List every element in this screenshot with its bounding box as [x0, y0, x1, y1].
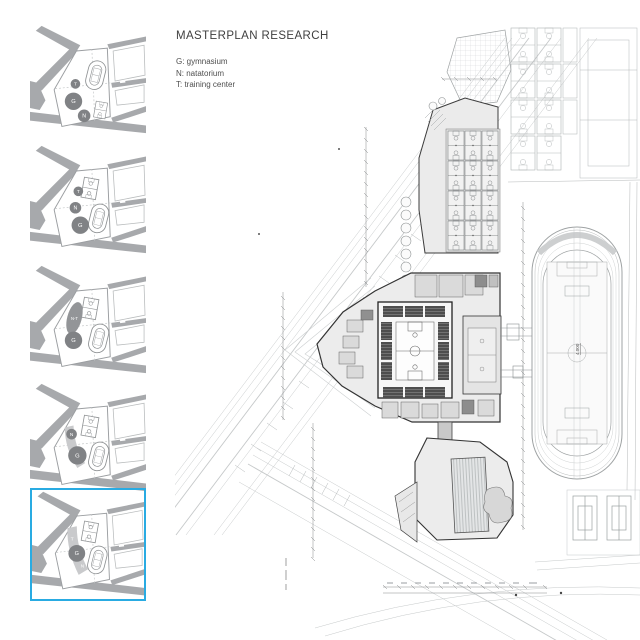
svg-text:G: G	[71, 338, 76, 344]
marker-T: T	[73, 186, 84, 197]
legend-natatorium: N: natatorium	[176, 68, 225, 78]
marker-NT: N-T	[66, 302, 83, 335]
marker-N: N	[81, 563, 84, 568]
header: MASTERPLAN RESEARCH G: gymnasium N: nata…	[176, 30, 406, 91]
road-south	[238, 441, 640, 640]
options-sidebar: T G N T N G	[0, 0, 165, 640]
svg-text:G: G	[71, 99, 76, 105]
running-track: 4.000	[531, 226, 623, 480]
soccer-field	[546, 227, 608, 479]
marker-N: N	[69, 201, 82, 214]
marker-G: G	[68, 446, 87, 465]
masterplan-option-1[interactable]: T G N	[30, 24, 146, 137]
legend-gymnasium: G: gymnasium	[176, 57, 228, 66]
marker-T: T	[70, 79, 81, 89]
arena-court	[395, 321, 435, 381]
track-bridge	[500, 323, 532, 379]
svg-text:N: N	[74, 206, 78, 212]
marker-N: N	[66, 428, 77, 440]
outdoor-basketball-courts	[510, 27, 578, 171]
track-level-label: 4.000	[575, 343, 580, 355]
leisure-pool	[483, 486, 513, 524]
marker-G: G	[64, 331, 83, 350]
marker-G: G	[71, 216, 89, 234]
training-hall	[462, 315, 502, 395]
natatorium-annex	[394, 481, 418, 543]
annotation-marks	[258, 148, 563, 597]
marker-T: T	[71, 536, 74, 541]
page-title: MASTERPLAN RESEARCH	[176, 30, 329, 42]
svg-text:T: T	[77, 189, 80, 195]
plaza-grid	[446, 29, 512, 107]
masterplan-option-5[interactable]: T G N	[30, 488, 146, 601]
rooftop-courts-wing	[418, 97, 501, 254]
svg-text:N: N	[82, 114, 86, 120]
svg-text:G: G	[75, 551, 79, 557]
masterplan-option-2[interactable]: T N G	[30, 144, 146, 257]
legend-training-center: T: training center	[176, 80, 236, 89]
natatorium	[394, 421, 514, 543]
east-field	[507, 27, 640, 501]
marker-G: G	[64, 92, 83, 110]
masterplan-option-3[interactable]: N-T G	[30, 264, 146, 377]
crosswalk	[288, 464, 351, 507]
svg-text:G: G	[75, 453, 80, 459]
marker-N: N	[77, 109, 91, 123]
tennis-courts	[534, 489, 640, 571]
masterplan-drawing: 4.000	[175, 10, 640, 640]
svg-text:N: N	[70, 432, 74, 438]
svg-text:G: G	[78, 223, 83, 229]
gymnasium-block	[316, 272, 532, 423]
marker-G: G	[68, 544, 86, 562]
svg-text:T: T	[74, 82, 77, 88]
swimming-pool	[450, 456, 490, 534]
svg-text:N-T: N-T	[71, 316, 78, 321]
masterplan-option-4[interactable]: N G	[30, 382, 146, 495]
gymnasium-arena	[377, 301, 453, 399]
legend: G: gymnasium N: natatorium T: training c…	[176, 56, 406, 91]
